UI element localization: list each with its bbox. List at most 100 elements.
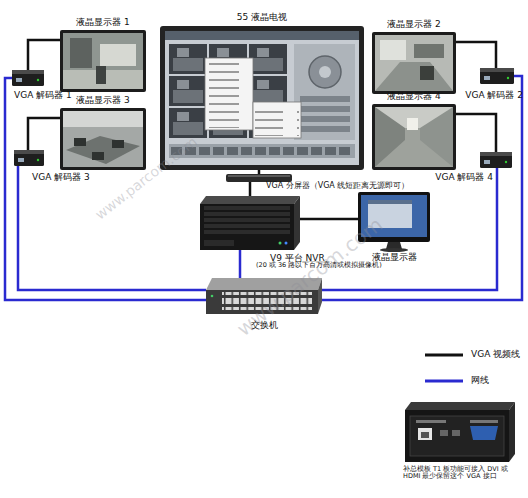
decoder-device (416, 420, 446, 423)
nvr-chassis (200, 196, 300, 250)
lcd-monitor (372, 32, 456, 94)
lcd-tv (207, 61, 251, 128)
vga-decoder: VGA 解码器 1 (12, 70, 44, 86)
decoder-device (418, 428, 432, 440)
device-label: VGA 解码器 2 (445, 90, 523, 100)
vga-decoder (12, 70, 44, 74)
legend-entry: 网线 (425, 374, 489, 387)
lcd-monitor (414, 44, 444, 58)
decoder-device (470, 420, 498, 423)
decoder-device (405, 402, 515, 410)
vga-decoder (480, 68, 514, 72)
vga-decoder (505, 161, 507, 163)
lcd-monitor (60, 108, 146, 170)
decoder-device (452, 430, 460, 436)
lcd-tv (300, 106, 350, 112)
lcd-monitor (74, 138, 86, 146)
lcd-tv: 55 液晶电视 (160, 26, 364, 170)
lcd-monitor (372, 104, 456, 170)
vga-decoder (480, 152, 512, 168)
vga-decoder (14, 150, 44, 166)
vga-decoder (14, 150, 44, 166)
nvr-chassis (200, 204, 294, 250)
vga-decoder (480, 152, 512, 168)
vga-decoder (18, 158, 24, 162)
lcd-tv (300, 116, 350, 122)
nvr-chassis (279, 242, 282, 245)
lcd-monitor (63, 111, 143, 127)
decoder-device (470, 426, 498, 440)
vga-decoder (12, 70, 44, 86)
decoder-device (421, 432, 429, 438)
lcd-monitor: 液晶显示器 2 (372, 32, 456, 94)
vga-decoder: VGA 解码器 3 (14, 150, 44, 166)
vga-cable (258, 170, 261, 174)
lcd-monitor (96, 66, 106, 84)
device-label: 交换机 (234, 320, 294, 330)
vga-decoder (14, 150, 44, 154)
decoder-device: 补总模板 T1 板功能可接入 DVI 或 HDMI 最少保留这个 VGA 接口 (405, 402, 515, 462)
vga-splitter: VGA 分屏器（VGA 线短距离无源即可） (226, 174, 292, 182)
vga-decoder (484, 160, 490, 164)
vga-decoder (480, 68, 514, 84)
legend-line-sample (425, 353, 463, 356)
device-label: 补总模板 T1 板功能可接入 DVI 或 HDMI 最少保留这个 VGA 接口 (403, 466, 525, 481)
legend-line-sample (425, 350, 463, 360)
device-label: VGA 解码器 4 (413, 172, 493, 182)
lcd-monitor (92, 152, 104, 160)
lcd-display: 液晶显示器 (358, 192, 430, 242)
decoder-device (410, 416, 504, 456)
lcd-monitor: 液晶显示器 4 (372, 104, 456, 170)
lcd-monitor (407, 118, 418, 130)
vga-decoder (37, 79, 39, 81)
lcd-monitor (375, 107, 453, 167)
lcd-tv (165, 31, 359, 40)
lcd-monitor (372, 32, 456, 94)
lcd-display (386, 242, 402, 249)
vga-decoder (480, 68, 514, 84)
nvr-server: V9 平台 NVR(20 或 36 路以下百万高清或模拟摄像机) (200, 196, 300, 250)
lcd-tv (300, 126, 350, 132)
lcd-monitor (420, 66, 434, 80)
vga-decoder (507, 77, 509, 79)
network-cable (239, 250, 242, 278)
nvr-chassis (204, 240, 234, 246)
network-switch (211, 295, 214, 298)
legend-label: VGA 视频线 (471, 348, 520, 361)
lcd-tv (294, 44, 355, 140)
vga-cable (300, 218, 358, 221)
vga-decoder (16, 78, 22, 82)
lcd-monitor (63, 111, 143, 167)
decoder-device (440, 430, 448, 436)
nvr-chassis (294, 196, 300, 250)
lcd-monitor (375, 62, 453, 91)
device-label: VGA 解码器 3 (32, 172, 112, 182)
vga-cable (28, 118, 60, 150)
vga-decoder (480, 152, 512, 156)
lcd-tv (253, 102, 301, 138)
legend-label: 网线 (471, 374, 489, 387)
legend-entry: VGA 视频线 (425, 348, 520, 361)
nvr-chassis (204, 206, 290, 236)
lcd-tv (300, 96, 350, 102)
vga-cable (28, 40, 60, 70)
vga-splitter (226, 174, 292, 182)
decoder-device (405, 402, 515, 462)
lcd-monitor (375, 35, 453, 91)
device-label: 55 液晶电视 (212, 12, 312, 22)
device-label: 液晶显示器 1 (53, 17, 153, 27)
watermark: www.parcom.com (92, 133, 200, 222)
lcd-monitor (375, 107, 405, 167)
lcd-monitor: 液晶显示器 3 (60, 108, 146, 170)
device-note: (20 或 36 路以下百万高清或模拟摄像机) (256, 262, 436, 269)
lcd-monitor (372, 104, 456, 170)
network-cable (5, 78, 206, 300)
legend-line-sample (425, 379, 463, 382)
lcd-monitor (60, 30, 146, 92)
device-label: 液晶显示器 4 (364, 91, 464, 101)
